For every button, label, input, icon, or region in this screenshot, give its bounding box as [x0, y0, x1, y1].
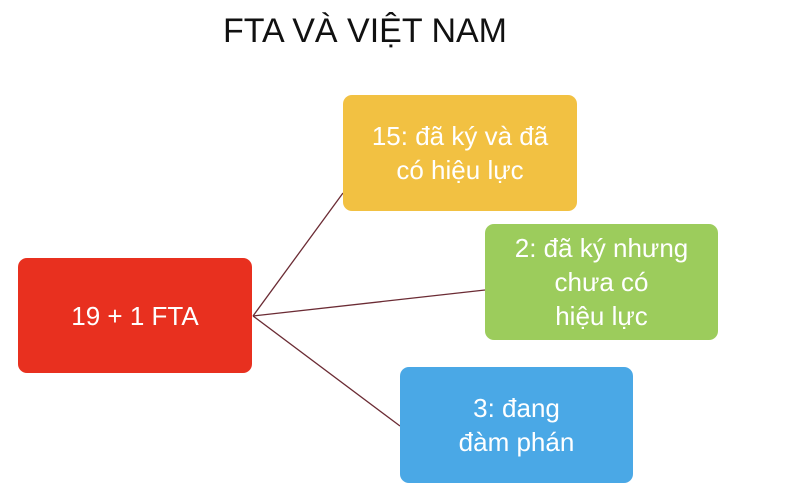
root-label: 19 + 1 FTA: [71, 300, 199, 331]
diagram-title: FTA VÀ VIỆT NAM: [222, 12, 508, 50]
node-signed-effective: 15: đã ký và đã có hiệu lực: [343, 95, 577, 211]
root-node: 19 + 1 FTA: [18, 258, 252, 373]
node-signed-not-effective: 2: đã ký nhưng chưa có hiệu lực: [485, 224, 718, 340]
connector-root-to-effective: [252, 192, 344, 317]
node-label: 2: đã ký nhưng chưa có hiệu lực: [514, 233, 689, 331]
connector-root-to-negotiating: [252, 315, 401, 427]
node-label: 3: đang đàm phán: [458, 393, 575, 457]
node-label: 15: đã ký và đã có hiệu lực: [371, 121, 549, 185]
connector-root-to-signed: [252, 289, 486, 317]
node-negotiating: 3: đang đàm phán: [400, 367, 633, 483]
